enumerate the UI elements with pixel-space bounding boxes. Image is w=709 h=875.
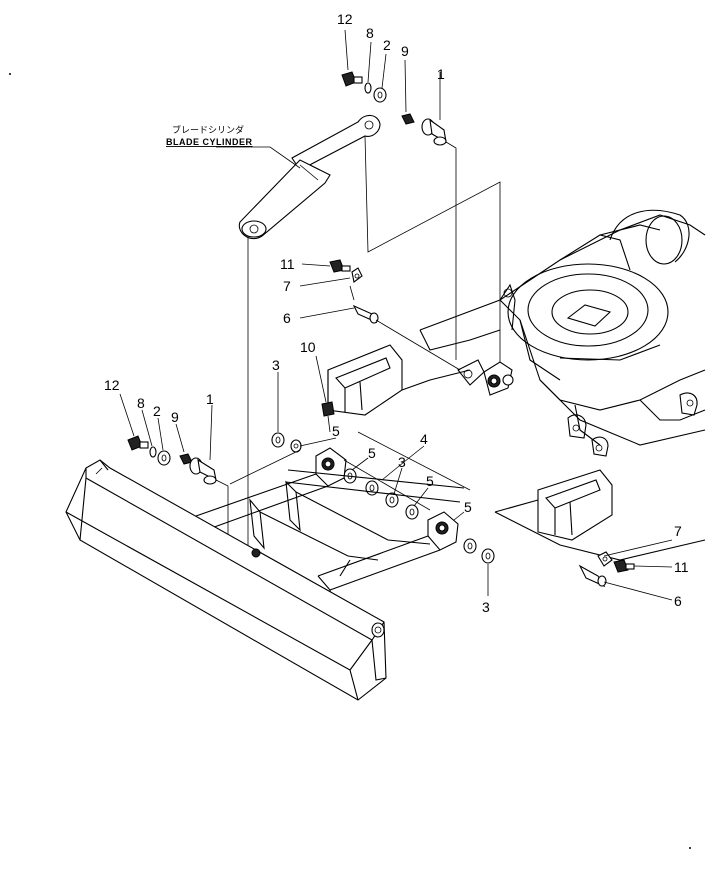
callout-8-left: 8: [137, 395, 145, 411]
caption-english: BLADE CYLINDER: [166, 137, 253, 147]
callout-labels: 12 8 2 9 1 11 7 6 10 3 5 5 4 3 5 5 12 8 …: [104, 11, 689, 615]
track-guard-left: [327, 344, 471, 416]
callout-12-top: 12: [337, 11, 353, 27]
left-pin-group: [127, 435, 229, 536]
top-pin-group: [341, 71, 457, 360]
callout-9-left: 9: [171, 409, 179, 425]
callout-3-left: 3: [272, 357, 280, 373]
blade-frame: [195, 431, 471, 605]
callout-5-c: 5: [426, 473, 434, 489]
grease-fitting-10: [321, 401, 335, 433]
right-pin-group: [578, 551, 635, 588]
frame-pivot-bracket: [457, 359, 514, 396]
callout-5-b: 5: [368, 445, 376, 461]
callout-9-top: 9: [401, 43, 409, 59]
callout-10: 10: [300, 339, 316, 355]
callout-2-left: 2: [153, 403, 161, 419]
caption-japanese: ブレードシリンダ: [172, 124, 244, 136]
callout-7-middle: 7: [283, 278, 291, 294]
callout-11-right: 11: [674, 559, 689, 575]
dozer-blade: [65, 459, 387, 701]
callout-1-left: 1: [206, 391, 214, 407]
callout-5-a: 5: [332, 423, 340, 439]
callout-8-top: 8: [366, 25, 374, 41]
washers: [271, 432, 495, 564]
callout-11-middle: 11: [280, 256, 295, 272]
callout-5-d: 5: [464, 499, 472, 515]
scan-speck: [9, 73, 11, 75]
callout-4: 4: [420, 431, 428, 447]
callout-6-right: 6: [674, 593, 682, 609]
callout-12-left: 12: [104, 377, 120, 393]
caption-leader: [216, 146, 301, 169]
callout-6-middle: 6: [283, 310, 291, 326]
callout-3-bottom: 3: [482, 599, 490, 615]
track-frame: [419, 209, 706, 457]
callout-3-middle: 3: [398, 454, 406, 470]
callout-7-right: 7: [674, 523, 682, 539]
callout-1-top: 1: [437, 66, 445, 82]
middle-pin-group: [329, 259, 461, 371]
leader-lines: [119, 29, 673, 601]
callout-2-top: 2: [383, 37, 391, 53]
scan-speck: [689, 847, 691, 849]
blade-cylinder: [238, 114, 501, 560]
track-guard-right: [494, 469, 706, 561]
